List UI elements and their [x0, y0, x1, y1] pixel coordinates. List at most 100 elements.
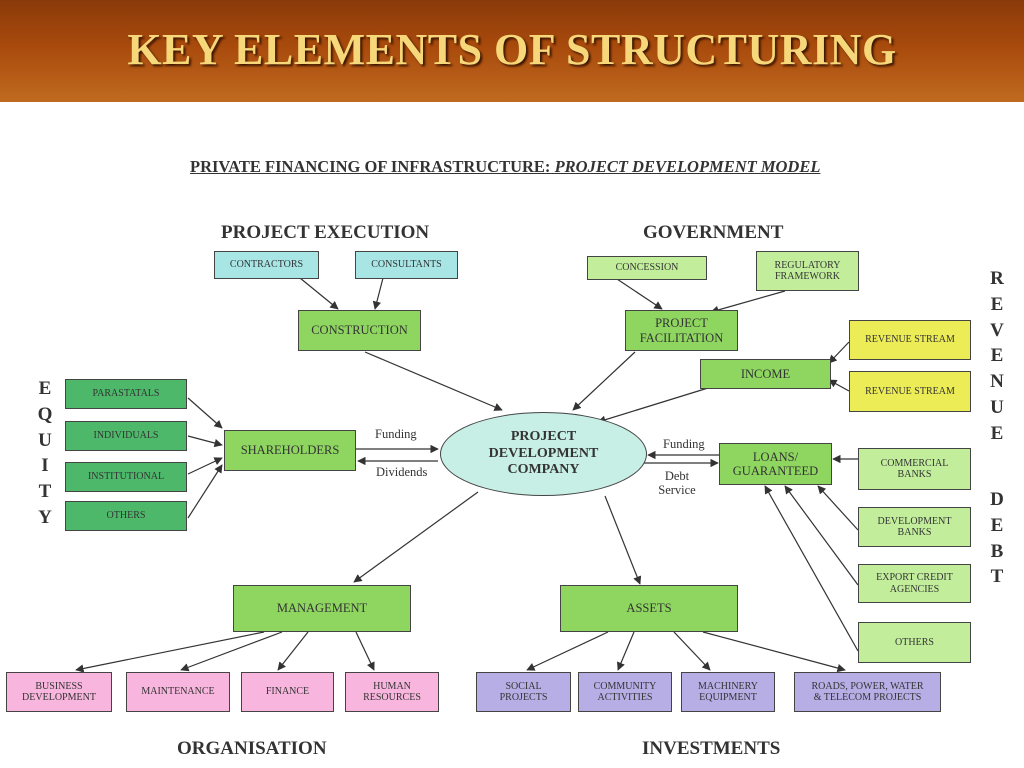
label-debt-service: Debt Service — [656, 469, 698, 498]
machinery-line1: MACHINERY — [697, 680, 758, 692]
business-line2: DEVELOPMENT — [22, 692, 96, 703]
subtitle-prefix: PRIVATE FINANCING OF INFRASTRUCTURE: — [190, 157, 551, 176]
revenue-letter: E — [990, 345, 1004, 367]
social-line2: PROJECTS — [499, 692, 548, 703]
arrow-pdc-management — [353, 491, 479, 583]
slide-title: KEY ELEMENTS OF STRUCTURING — [127, 25, 897, 74]
community-line2: ACTIVITIES — [597, 692, 653, 703]
arrow-concession-facilitation — [616, 278, 663, 310]
node-revenue-stream-2: REVENUE STREAM — [849, 371, 971, 412]
section-project-execution: PROJECT EXECUTION — [221, 222, 430, 243]
human-line1: HUMAN — [373, 680, 411, 692]
facilitation-line2: FACILITATION — [639, 330, 724, 345]
subtitle-emphasis: PROJECT DEVELOPMENT MODEL — [554, 157, 821, 176]
slide-header: KEY ELEMENTS OF STRUCTURING — [0, 0, 1024, 102]
node-finance: FINANCE — [241, 672, 334, 712]
debt-letter: T — [990, 566, 1004, 588]
arrow-revenue1-income — [828, 341, 850, 364]
commercial-line1: COMMERCIAL — [880, 457, 949, 469]
debt-letter: E — [990, 514, 1004, 536]
label-dividends: Dividends — [376, 465, 428, 479]
arrow-debt-others-loans — [764, 485, 859, 652]
node-concession: CONCESSION — [587, 256, 707, 280]
node-contractors: CONTRACTORS — [214, 251, 319, 279]
export-line1: EXPORT CREDIT — [876, 572, 953, 583]
arrow-facilitation-pdc — [572, 351, 636, 411]
node-regulatory-framework: REGULATORY FRAMEWORK — [756, 251, 859, 291]
arrow-individuals-shareholders — [187, 435, 223, 448]
label-funding-right: Funding — [663, 437, 705, 451]
side-label-debt: D E B T — [987, 487, 1007, 590]
arrow-management-human — [355, 631, 375, 671]
node-loans-guaranteed: LOANS/ GUARANTEED — [719, 443, 832, 485]
node-machinery-equipment: MACHINERY EQUIPMENT — [681, 672, 775, 712]
revenue-letter: E — [990, 293, 1004, 315]
node-project-facilitation: PROJECT FACILITATION — [625, 310, 738, 351]
node-roads-power-water-telecom: ROADS, POWER, WATER & TELECOM PROJECTS — [794, 672, 941, 712]
equity-letter: Y — [38, 506, 52, 528]
node-commercial-banks: COMMERCIAL BANKS — [858, 448, 971, 490]
revenue-letter: R — [990, 268, 1004, 289]
node-income: INCOME — [700, 359, 831, 389]
regulatory-line1: REGULATORY — [774, 259, 841, 271]
revenue-letter: V — [990, 319, 1004, 341]
diagram-subtitle: PRIVATE FINANCING OF INFRASTRUCTURE: PRO… — [190, 157, 890, 177]
section-investments: INVESTMENTS — [642, 738, 781, 759]
pdc-line3: COMPANY — [507, 462, 580, 478]
side-label-revenue: R E V E N U E — [987, 266, 1007, 447]
arrow-assets-community — [617, 631, 635, 671]
arrow-development-loans — [817, 485, 859, 531]
node-development-banks: DEVELOPMENT BANKS — [858, 507, 971, 547]
section-government: GOVERNMENT — [643, 222, 784, 243]
debt-service-line1: Debt — [664, 469, 690, 483]
roads-line1: ROADS, POWER, WATER — [811, 680, 924, 692]
equity-letter: I — [41, 455, 49, 477]
equity-letter: U — [38, 429, 52, 451]
arrow-assets-machinery — [673, 631, 711, 671]
arrow-pdc-assets — [604, 495, 642, 585]
development-line2: BANKS — [897, 527, 932, 538]
section-organisation: ORGANISATION — [177, 738, 327, 759]
arrow-assets-social — [526, 631, 609, 671]
loans-line2: GUARANTEED — [732, 464, 819, 478]
revenue-letter: N — [990, 371, 1004, 393]
node-consultants: CONSULTANTS — [355, 251, 458, 279]
pdc-line2: DEVELOPMENT — [488, 445, 599, 461]
node-equity-others: OTHERS — [65, 501, 187, 531]
node-debt-others: OTHERS — [858, 622, 971, 663]
arrow-management-maintenance — [180, 631, 283, 672]
equity-letter: Q — [37, 403, 53, 425]
node-business-development: BUSINESS DEVELOPMENT — [6, 672, 112, 712]
node-construction: CONSTRUCTION — [298, 310, 421, 351]
arrow-management-finance — [277, 631, 309, 671]
node-maintenance: MAINTENANCE — [126, 672, 230, 712]
arrow-parastatals-shareholders — [187, 397, 223, 429]
community-line1: COMMUNITY — [593, 680, 657, 692]
machinery-line2: EQUIPMENT — [699, 692, 757, 703]
export-line2: AGENCIES — [889, 583, 940, 595]
node-assets: ASSETS — [560, 585, 738, 632]
commercial-line2: BANKS — [897, 469, 932, 480]
equity-letter: E — [38, 378, 52, 399]
business-line1: BUSINESS — [35, 680, 83, 692]
node-human-resources: HUMAN RESOURCES — [345, 672, 439, 712]
label-funding-left: Funding — [375, 427, 417, 441]
node-individuals: INDIVIDUALS — [65, 421, 187, 451]
revenue-letter: E — [990, 422, 1004, 444]
node-community-activities: COMMUNITY ACTIVITIES — [578, 672, 672, 712]
arrow-management-business — [75, 631, 265, 673]
arrow-income-pdc — [597, 387, 709, 424]
roads-line2: & TELECOM PROJECTS — [813, 692, 922, 703]
social-line1: SOCIAL — [505, 680, 542, 692]
arrow-export-loans — [784, 485, 859, 586]
arrow-revenue2-income — [828, 379, 850, 392]
node-export-credit-agencies: EXPORT CREDIT AGENCIES — [858, 564, 971, 603]
debt-letter: D — [990, 489, 1004, 510]
development-line1: DEVELOPMENT — [877, 515, 952, 527]
debt-letter: B — [990, 540, 1004, 562]
arrow-others-shareholders — [187, 464, 223, 519]
node-management: MANAGEMENT — [233, 585, 411, 632]
human-line2: RESOURCES — [363, 692, 421, 703]
arrow-assets-roads — [702, 631, 846, 673]
